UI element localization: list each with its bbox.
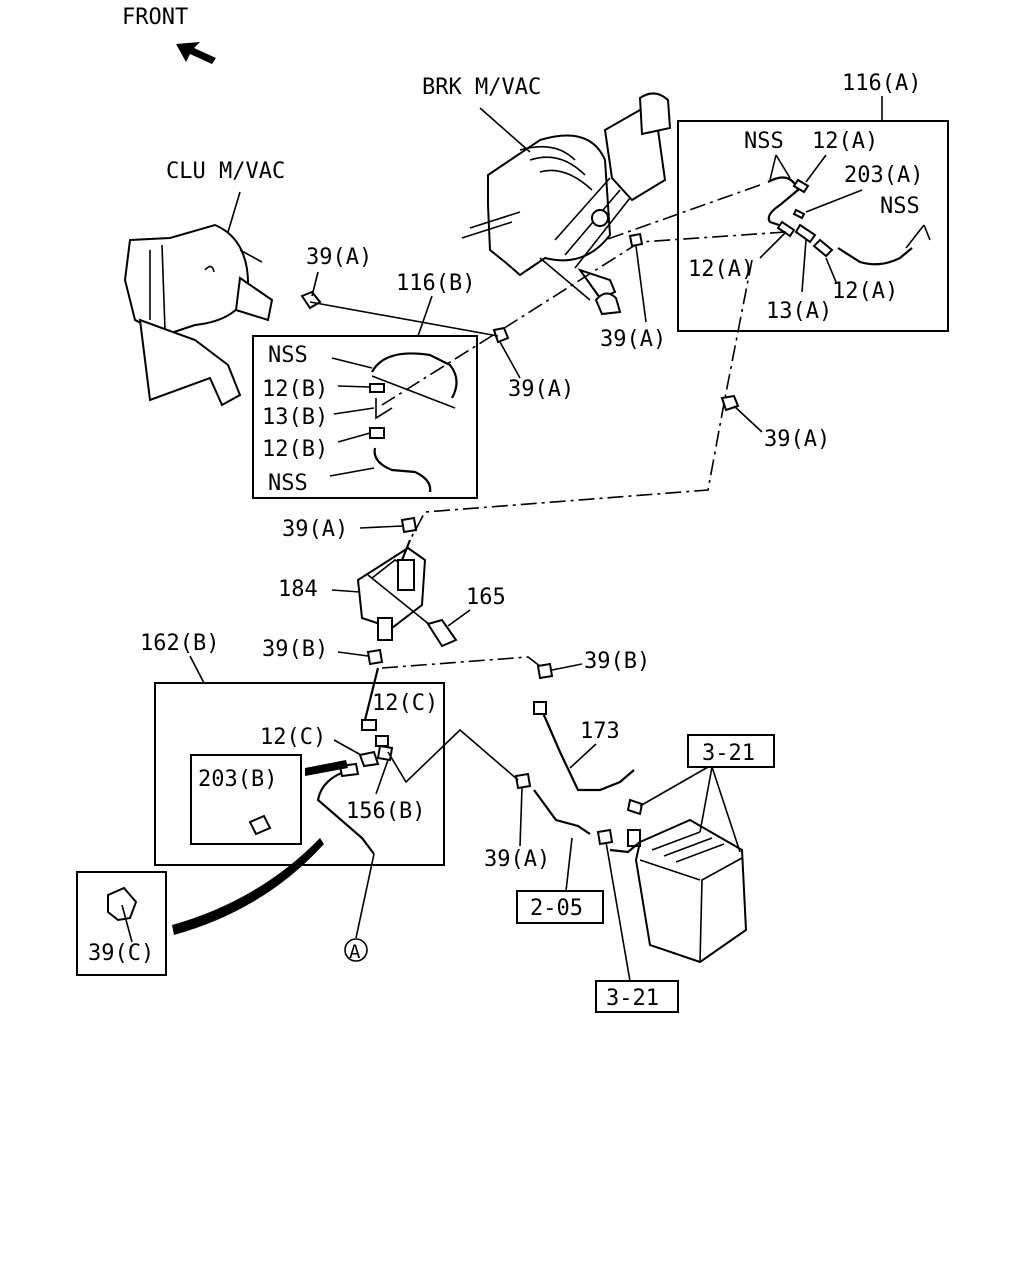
part-39c-drawing — [107, 886, 138, 922]
label-203b: 203(B) — [198, 767, 277, 792]
ref-box-3-21-top — [687, 734, 775, 768]
label-165: 165 — [466, 585, 506, 610]
part-203b-drawing — [248, 814, 272, 836]
clu-mvac-label: CLU M/VAC — [166, 159, 285, 184]
arrow-up-left-icon — [176, 42, 216, 64]
label-39b-1: 39(B) — [262, 637, 328, 662]
brk-mvac-label: BRK M/VAC — [422, 75, 541, 100]
part-184-drawing — [356, 546, 458, 648]
group-box-203b — [190, 754, 302, 845]
ref-3-21-top: 3-21 — [702, 741, 755, 766]
clutch-master-vac-drawing — [123, 223, 274, 407]
label-39b-2: 39(B) — [584, 649, 650, 674]
group-box-116a — [677, 120, 949, 332]
label-116b: 116(B) — [396, 271, 475, 296]
ref-box-2-05 — [516, 890, 604, 924]
label-nss-b2: NSS — [268, 471, 308, 496]
label-12a-1: 12(A) — [812, 129, 878, 154]
label-162b: 162(B) — [140, 631, 219, 656]
label-39a-2: 39(A) — [600, 327, 666, 352]
circle-a-label: A — [349, 941, 361, 963]
label-184: 184 — [278, 577, 318, 602]
label-39c: 39(C) — [88, 941, 154, 966]
label-nss-b1: NSS — [268, 343, 308, 368]
label-173: 173 — [580, 719, 620, 744]
ref-3-21-bottom: 3-21 — [606, 986, 659, 1011]
label-39a-4: 39(A) — [764, 427, 830, 452]
canister-drawing — [609, 798, 748, 964]
label-13a: 13(A) — [766, 299, 832, 324]
label-nss-a2: NSS — [880, 194, 920, 219]
ref-box-3-21-bottom — [595, 980, 679, 1013]
label-39a-3: 39(A) — [508, 377, 574, 402]
label-156b: 156(B) — [346, 799, 425, 824]
label-12a-3: 12(A) — [832, 279, 898, 304]
label-39a-5: 39(A) — [282, 517, 348, 542]
label-12c-1: 12(C) — [372, 691, 438, 716]
label-39a-1: 39(A) — [306, 245, 372, 270]
label-39a-6: 39(A) — [484, 847, 550, 872]
label-12c-2: 12(C) — [260, 725, 326, 750]
label-13b: 13(B) — [262, 405, 328, 430]
label-203a: 203(A) — [844, 163, 923, 188]
label-nss-a1: NSS — [744, 129, 784, 154]
ref-2-05: 2-05 — [530, 896, 583, 921]
label-116a: 116(A) — [842, 71, 921, 96]
group-box-39c — [76, 871, 167, 976]
label-12a-2: 12(A) — [688, 257, 754, 282]
label-12b-1: 12(B) — [262, 377, 328, 402]
brake-master-vac-drawing — [461, 92, 672, 316]
front-label: FRONT — [122, 5, 188, 30]
group-box-116b — [252, 335, 478, 499]
label-12b-2: 12(B) — [262, 437, 328, 462]
